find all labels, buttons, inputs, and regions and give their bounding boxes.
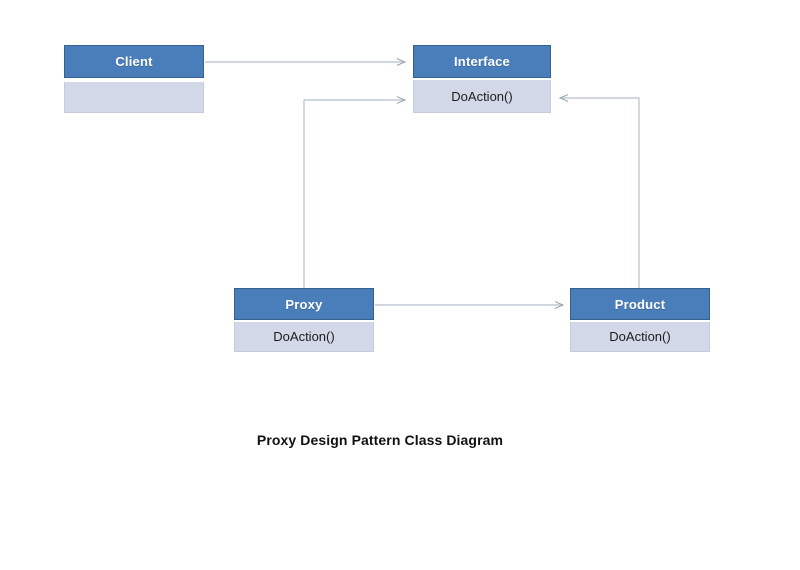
uml-class-interface-title: Interface bbox=[413, 45, 551, 78]
connector-product-to-interface bbox=[560, 98, 640, 288]
uml-class-product-members: DoAction() bbox=[570, 322, 710, 352]
uml-class-product-title: Product bbox=[570, 288, 710, 320]
uml-class-proxy-title: Proxy bbox=[234, 288, 374, 320]
uml-class-product[interactable]: Product DoAction() bbox=[570, 288, 710, 352]
uml-class-proxy[interactable]: Proxy DoAction() bbox=[234, 288, 374, 352]
diagram-caption: Proxy Design Pattern Class Diagram bbox=[256, 432, 504, 448]
uml-class-interface-members: DoAction() bbox=[413, 80, 551, 113]
uml-class-client-title: Client bbox=[64, 45, 204, 78]
uml-class-interface[interactable]: Interface DoAction() bbox=[413, 45, 551, 113]
uml-class-proxy-members: DoAction() bbox=[234, 322, 374, 352]
uml-class-client-members bbox=[64, 82, 204, 113]
connector-proxy-to-interface bbox=[303, 100, 405, 288]
uml-class-client[interactable]: Client bbox=[64, 45, 204, 113]
